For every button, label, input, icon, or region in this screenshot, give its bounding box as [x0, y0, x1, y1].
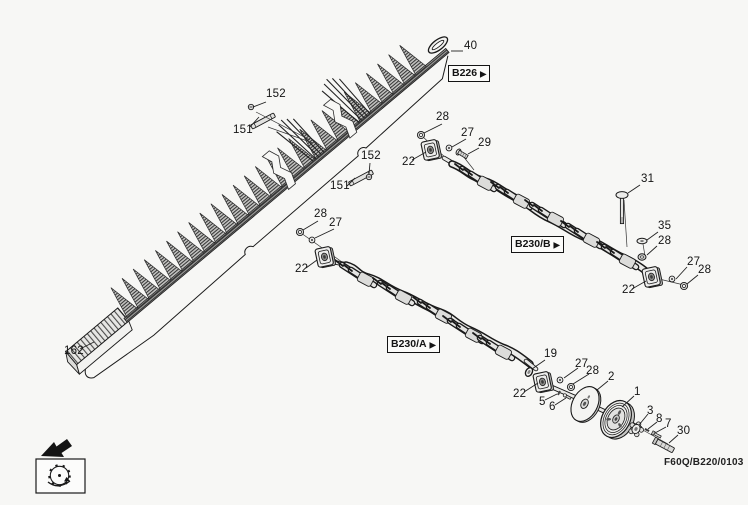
part-label-152: 152: [361, 150, 381, 162]
spider-flange-3: [628, 421, 645, 438]
part-label-28: 28: [658, 235, 672, 247]
ref-link-B230B[interactable]: B230/B ▶: [511, 236, 564, 253]
screw-6: [562, 393, 572, 400]
ref-arrow-icon: ▶: [480, 69, 487, 78]
washer-27: [668, 275, 676, 283]
screw-152: [247, 103, 373, 181]
drive-pulley-1: [600, 399, 635, 440]
part-label-5: 5: [539, 396, 546, 408]
cutter-bar-frame: [84, 55, 449, 379]
part-label-28: 28: [586, 365, 600, 377]
washer-35: [636, 237, 648, 245]
part-label-27: 27: [329, 217, 343, 229]
part-label-28: 28: [436, 111, 450, 123]
ref-link-B230A[interactable]: B230/A ▶: [387, 336, 440, 353]
direction-arrow-icon: [41, 439, 72, 457]
part-label-162: 162: [64, 345, 84, 357]
nut-28: [295, 227, 305, 237]
drive-disc-2: [570, 386, 602, 423]
part-label-30: 30: [677, 425, 691, 437]
part-label-22: 22: [513, 388, 527, 400]
part-label-6: 6: [549, 401, 556, 413]
ref-link-label: B230/B: [515, 238, 551, 251]
part-label-27: 27: [461, 127, 475, 139]
part-label-2: 2: [608, 371, 615, 383]
nut-28: [416, 130, 426, 140]
part-label-22: 22: [295, 263, 309, 275]
knife-drive-assembly: [532, 370, 675, 453]
pin-8: [644, 427, 650, 433]
part-label-19: 19: [544, 348, 558, 360]
nut-28: [679, 281, 689, 291]
part-label-151: 151: [233, 124, 253, 136]
knife-head-oval-40: [427, 36, 449, 54]
ref-link-B226[interactable]: B226 ▶: [448, 65, 491, 82]
ref-link-label: B230/A: [391, 338, 427, 351]
leader-lines: [79, 50, 699, 444]
mount-plate-22: [641, 265, 664, 290]
part-label-28: 28: [314, 208, 328, 220]
drawing-code: F60Q/B220/0103: [664, 457, 744, 468]
bolt-30: [651, 436, 675, 453]
pin-5: [557, 390, 561, 396]
part-label-3: 3: [647, 405, 654, 417]
bolt-31: [615, 191, 629, 225]
part-label-152: 152: [266, 88, 286, 100]
bar-end-162: [64, 307, 133, 375]
cutter-bar-assembly: [64, 40, 450, 379]
guard-bar-upper-B230B: [416, 130, 689, 291]
knife-sections: [105, 40, 427, 318]
ref-link-label: B226: [452, 67, 478, 80]
part-label-40: 40: [464, 40, 478, 52]
washer-27: [445, 144, 453, 152]
mount-plate-22: [420, 138, 443, 163]
knife-back: [123, 47, 450, 324]
part-label-28: 28: [698, 264, 712, 276]
part-label-151: 151: [330, 180, 350, 192]
mount-plate-22: [314, 245, 337, 270]
bolt-7: [650, 430, 662, 439]
mount-plate-22: [532, 370, 555, 395]
bolt-29: [455, 148, 469, 160]
part-label-7: 7: [665, 418, 672, 430]
guard-bar-lower-B230A: [295, 227, 539, 378]
washer-27: [556, 376, 564, 384]
nut-28: [637, 253, 647, 261]
part-label-22: 22: [622, 284, 636, 296]
part-label-27: 27: [687, 256, 701, 268]
ref-arrow-icon: ▶: [429, 340, 436, 349]
part-label-35: 35: [658, 220, 672, 232]
washer-27: [308, 236, 316, 244]
part-label-8: 8: [656, 413, 663, 425]
nut-28: [566, 382, 576, 392]
reel-rotation-icon: [35, 458, 86, 494]
ref-arrow-icon: ▶: [553, 240, 560, 249]
part-label-1: 1: [634, 386, 641, 398]
part-label-27: 27: [575, 358, 589, 370]
ring-19: [524, 366, 534, 378]
part-label-31: 31: [641, 173, 655, 185]
part-label-29: 29: [478, 137, 492, 149]
part-label-22: 22: [402, 156, 416, 168]
